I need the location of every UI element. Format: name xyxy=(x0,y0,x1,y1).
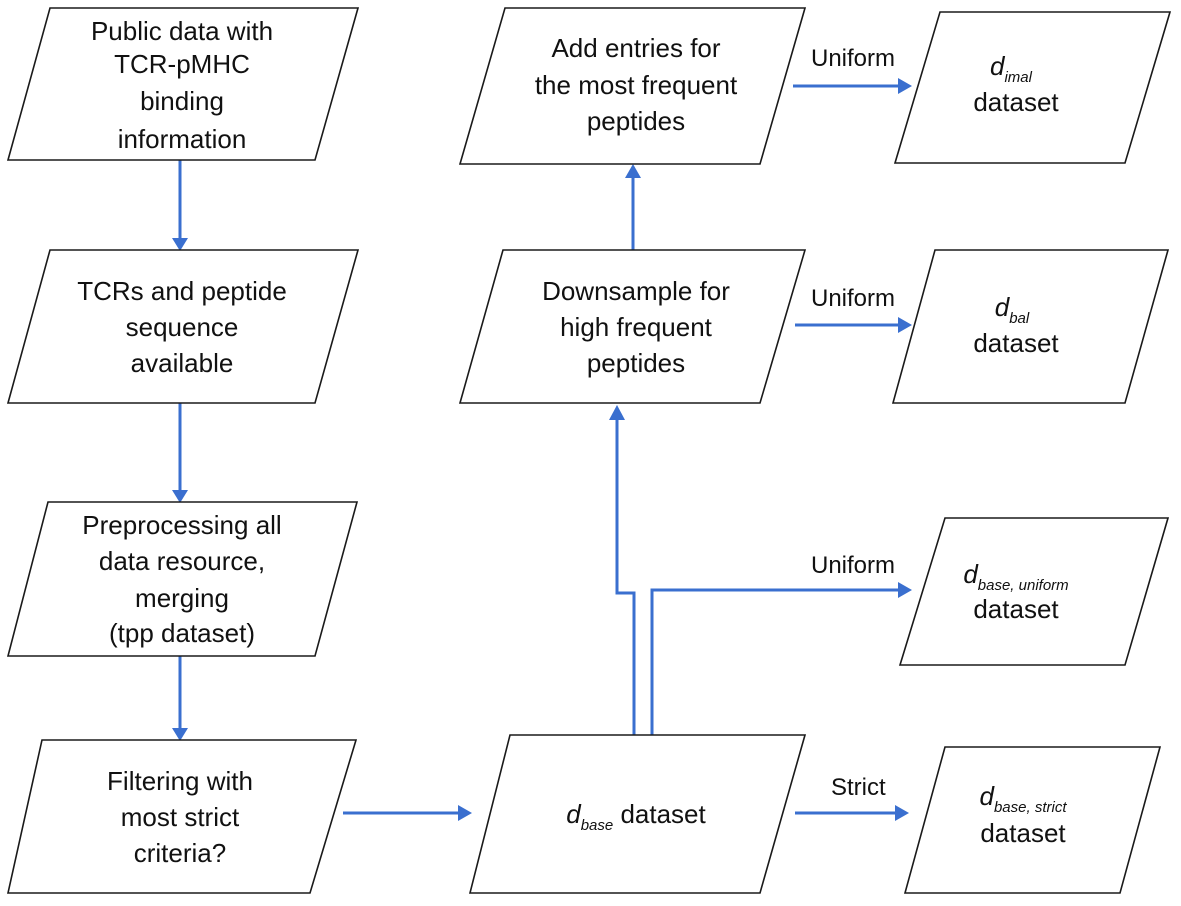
node-d-base-suffix: dataset xyxy=(613,799,706,829)
node-d-bal-line-1: dbal xyxy=(995,292,1030,327)
node-tcrs-available-line-2: sequence xyxy=(126,312,239,342)
arrowhead-filtering-to-dbase xyxy=(458,805,472,821)
node-preprocessing: Preprocessing all data resource, merging… xyxy=(6,501,359,657)
node-tcrs-available: TCRs and peptide sequence available xyxy=(6,249,360,404)
node-public-data: Public data with TCR-pMHC binding inform… xyxy=(6,7,360,161)
node-downsample-line-1: Downsample for xyxy=(542,276,730,306)
node-preprocessing-line-4: (tpp dataset) xyxy=(109,618,255,648)
node-d-base-strict-sub: base, strict xyxy=(994,799,1067,816)
connectors xyxy=(172,78,912,821)
node-d-imal-sub: imal xyxy=(1004,69,1032,86)
node-d-base-strict-line-2: dataset xyxy=(980,818,1066,848)
node-d-base-uniform: dbase, uniform dataset xyxy=(898,517,1170,666)
node-d-base-strict-main: d xyxy=(980,781,996,811)
node-downsample-line-3: peptides xyxy=(587,348,685,378)
arrowhead-dbase-to-base-strict xyxy=(895,805,909,821)
node-d-base-uniform-line-2: dataset xyxy=(973,594,1059,624)
node-d-base-uniform-sub: base, uniform xyxy=(978,577,1069,594)
node-d-base-strict-shape xyxy=(903,746,1162,894)
arrowhead-dbase-to-base-uniform xyxy=(898,582,912,598)
edge-dbase-to-base-uniform xyxy=(650,588,900,735)
node-d-imal: dimal dataset xyxy=(893,11,1172,164)
node-d-imal-shape xyxy=(893,11,1172,164)
node-d-bal-main: d xyxy=(995,292,1011,322)
node-public-data-line-1: Public data with xyxy=(91,16,273,46)
node-d-base: dbase dataset xyxy=(468,734,807,894)
node-add-entries: Add entries for the most frequent peptid… xyxy=(458,7,807,165)
arrowhead-public-to-tcrs xyxy=(172,238,188,251)
node-filtering-line-2: most strict xyxy=(121,802,240,832)
node-d-base-main: d xyxy=(566,799,582,829)
node-d-imal-line-1: dimal xyxy=(990,51,1033,86)
arrowhead-tcrs-to-preprocessing xyxy=(172,490,188,503)
arrowhead-dbase-to-downsample xyxy=(609,405,625,420)
edge-label-base-strict: Strict xyxy=(831,774,886,801)
node-add-entries-line-2: the most frequent xyxy=(535,70,738,100)
arrowhead-preprocessing-to-filtering xyxy=(172,728,188,741)
node-preprocessing-shape xyxy=(6,501,359,657)
node-public-data-line-2: TCR-pMHC xyxy=(114,49,250,79)
edge-label-base-uniform: Uniform xyxy=(811,552,895,579)
node-d-base-strict-line-1: dbase, strict xyxy=(980,781,1068,816)
arrowhead-downsample-to-add-entries xyxy=(625,164,641,178)
node-preprocessing-line-3: merging xyxy=(135,583,229,613)
edge-label-imal: Uniform xyxy=(811,45,895,72)
node-public-data-line-4: information xyxy=(118,124,247,154)
node-d-base-strict: dbase, strict dataset xyxy=(903,746,1162,894)
node-d-base-shape xyxy=(468,734,807,894)
node-tcrs-available-shape xyxy=(6,249,360,404)
node-filtering-shape xyxy=(7,739,358,894)
node-d-base-label: dbase dataset xyxy=(566,799,706,834)
node-preprocessing-line-2: data resource, xyxy=(99,546,265,576)
node-preprocessing-line-1: Preprocessing all xyxy=(82,510,281,540)
node-add-entries-shape xyxy=(458,7,807,165)
node-downsample-line-2: high frequent xyxy=(560,312,713,342)
node-downsample-shape xyxy=(458,249,807,404)
node-tcrs-available-line-3: available xyxy=(131,348,234,378)
arrowhead-downsample-to-bal xyxy=(898,317,912,333)
node-add-entries-line-1: Add entries for xyxy=(551,33,720,63)
node-filtering-line-3: criteria? xyxy=(134,838,226,868)
node-tcrs-available-line-1: TCRs and peptide xyxy=(77,276,287,306)
node-public-data-shape xyxy=(6,7,360,161)
node-d-base-sub: base xyxy=(581,817,614,834)
node-d-bal-sub: bal xyxy=(1009,310,1030,327)
node-filtering-line-1: Filtering with xyxy=(107,766,253,796)
node-d-bal-shape xyxy=(891,249,1170,404)
node-d-imal-line-2: dataset xyxy=(973,87,1059,117)
node-d-base-uniform-shape xyxy=(898,517,1170,666)
node-d-imal-main: d xyxy=(990,51,1006,81)
node-public-data-line-3: binding xyxy=(140,86,224,116)
node-d-base-uniform-main: d xyxy=(963,559,979,589)
node-d-bal: dbal dataset xyxy=(891,249,1170,404)
node-add-entries-line-3: peptides xyxy=(587,106,685,136)
edge-dbase-to-downsample xyxy=(615,418,636,735)
node-filtering: Filtering with most strict criteria? xyxy=(7,739,358,894)
node-d-base-uniform-line-1: dbase, uniform xyxy=(963,559,1068,594)
edge-label-bal: Uniform xyxy=(811,285,895,312)
node-d-bal-line-2: dataset xyxy=(973,328,1059,358)
arrowhead-add-entries-to-imal xyxy=(898,78,912,94)
node-downsample: Downsample for high frequent peptides xyxy=(458,249,807,404)
